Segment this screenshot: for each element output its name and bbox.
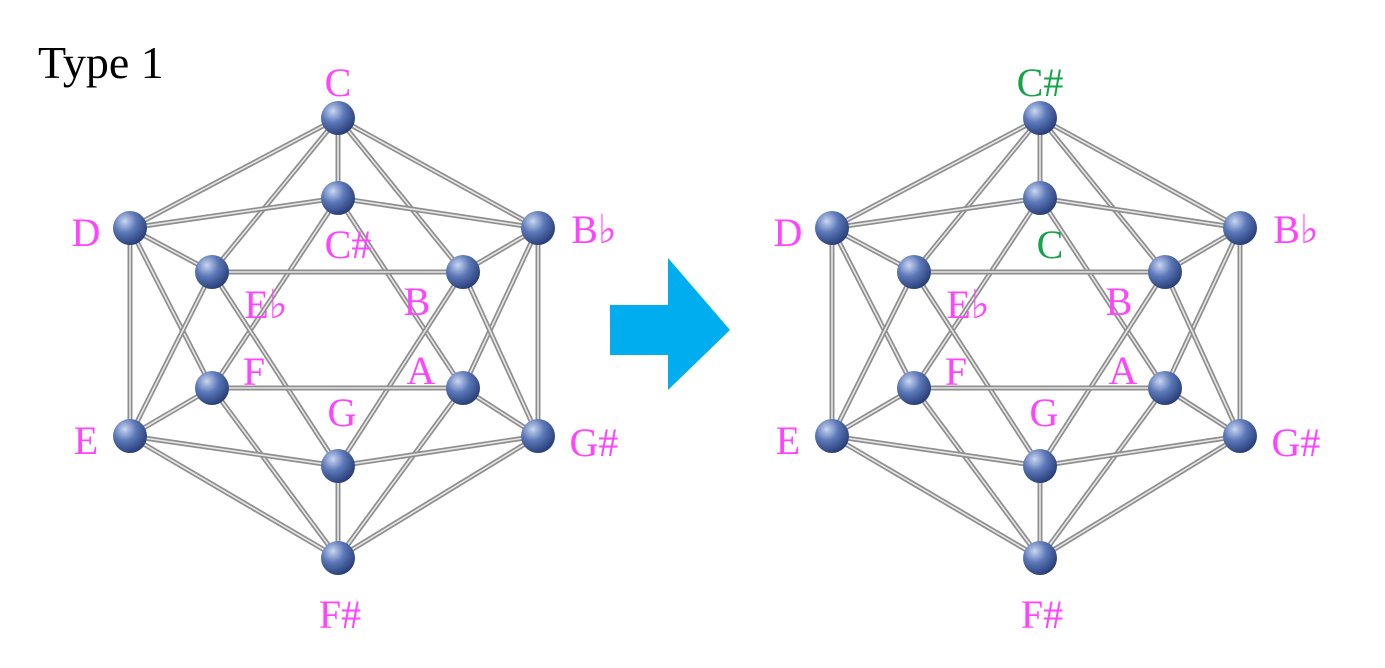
node-G (1023, 449, 1057, 483)
edge-C#-F (911, 195, 1043, 391)
edge-D-F (127, 225, 215, 391)
edge-B-G# (460, 269, 541, 439)
edge-G#-F# (1037, 433, 1243, 561)
node-C# (1023, 181, 1057, 215)
edge-C#-A (1037, 195, 1168, 391)
node-E (113, 419, 147, 453)
edge-E-F# (829, 433, 1043, 561)
note-label-F#: F# (319, 592, 361, 637)
node-D (815, 211, 849, 245)
note-label-Eb: E♭ (946, 282, 989, 327)
note-label-B: B (404, 279, 431, 324)
edge-E-F# (127, 433, 341, 561)
node-Bb (521, 211, 555, 245)
note-label-G#: G# (570, 420, 619, 465)
node-Eb (195, 255, 229, 289)
note-label-Bb: B♭ (571, 207, 617, 252)
note-label-C#: C (1037, 222, 1064, 267)
edge-Bb-A (460, 225, 541, 391)
note-label-Bb: B♭ (1273, 207, 1319, 252)
note-label-D: D (774, 210, 803, 255)
node-C (321, 101, 355, 135)
note-label-F: F (945, 349, 967, 394)
edge-A-F# (335, 385, 466, 561)
edge-B-G (1037, 269, 1168, 469)
icosahedron-before: C C# D B♭ E♭ B F A E G# G F# (72, 60, 619, 637)
edge-G#-G (1037, 433, 1243, 469)
edge-C-D (127, 115, 341, 231)
node-A (446, 371, 480, 405)
edge-D-C# (829, 195, 1043, 231)
edge-Eb-E (829, 269, 917, 439)
diagram-title: Type 1 (38, 37, 164, 88)
edge-F-F# (209, 385, 341, 561)
edge-E-G (829, 433, 1043, 469)
node-E (815, 419, 849, 453)
note-label-A: A (1109, 348, 1138, 393)
node-B (1148, 255, 1182, 289)
node-F# (321, 541, 355, 575)
edge-Bb-A (1162, 225, 1243, 391)
node-G# (1223, 419, 1257, 453)
note-label-E: E (74, 418, 98, 463)
note-label-C: C# (1017, 60, 1064, 105)
note-label-E: E (776, 418, 800, 463)
node-G (321, 449, 355, 483)
edge-C-B (335, 115, 466, 275)
node-C# (321, 181, 355, 215)
edge-C-Bb (335, 115, 541, 231)
note-label-A: A (407, 348, 436, 393)
note-label-D: D (72, 210, 101, 255)
note-label-G#: G# (1272, 420, 1321, 465)
node-B (446, 255, 480, 289)
note-label-F: F (243, 349, 265, 394)
edge-A-F# (1037, 385, 1168, 561)
node-Eb (897, 255, 931, 289)
edge-Eb-G (911, 269, 1043, 469)
edge-B-G# (1162, 269, 1243, 439)
note-label-F#: F# (1021, 592, 1063, 637)
transform-arrow-icon (610, 258, 730, 390)
edge-D-C# (127, 195, 341, 231)
node-D (113, 211, 147, 245)
edge-G#-F# (335, 433, 541, 561)
edge-G#-G (335, 433, 541, 469)
edge-F-F# (911, 385, 1043, 561)
edge-C-Bb (1037, 115, 1243, 231)
note-label-Eb: E♭ (244, 282, 287, 327)
edge-C#-F (209, 195, 341, 391)
edge-C-B (1037, 115, 1168, 275)
icosahedron-after: C# C D B♭ E♭ B F A E G# G F# (774, 60, 1321, 637)
edge-C-Eb (911, 115, 1043, 275)
node-A (1148, 371, 1182, 405)
edge-C-D (829, 115, 1043, 231)
edge-Eb-E (127, 269, 215, 439)
edge-E-G (127, 433, 341, 469)
edge-D-F (829, 225, 917, 391)
edge-Bb-C# (1037, 195, 1243, 231)
node-Bb (1223, 211, 1257, 245)
edge-B-G (335, 269, 466, 469)
node-C (1023, 101, 1057, 135)
note-label-G: G (328, 390, 357, 435)
node-G# (521, 419, 555, 453)
node-F# (1023, 541, 1057, 575)
edge-C-Eb (209, 115, 341, 275)
edge-C#-A (335, 195, 466, 391)
node-F (897, 371, 931, 405)
note-label-C: C (325, 60, 352, 105)
edge-Eb-G (209, 269, 341, 469)
note-label-G: G (1030, 390, 1059, 435)
node-F (195, 371, 229, 405)
edge-Bb-C# (335, 195, 541, 231)
note-label-B: B (1106, 279, 1133, 324)
note-label-C#: C# (325, 222, 372, 267)
